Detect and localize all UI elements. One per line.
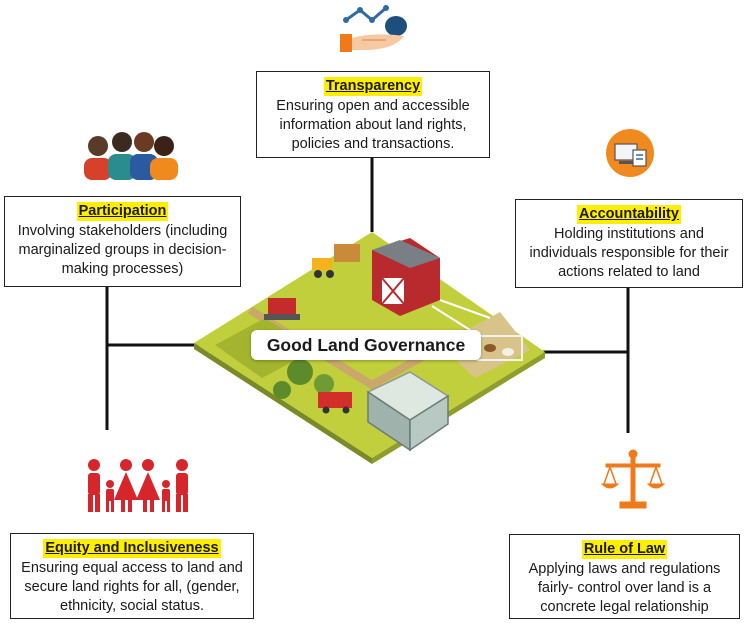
field-plot-right bbox=[440, 312, 530, 378]
tractor bbox=[312, 244, 360, 278]
accountability-text: Holding institutions and individuals res… bbox=[529, 226, 729, 280]
accountability-box: Accountability Holding institutions and … bbox=[515, 199, 743, 288]
rule-of-law-box: Rule of Law Applying laws and regulation… bbox=[509, 534, 740, 619]
equity-title: Equity and Inclusiveness bbox=[43, 539, 221, 558]
hand-money-chart-icon bbox=[340, 5, 407, 52]
accountability-title: Accountability bbox=[577, 205, 681, 224]
family-icon bbox=[88, 459, 188, 512]
equity-box: Equity and Inclusiveness Ensuring equal … bbox=[10, 533, 254, 619]
equity-text: Ensuring equal access to land and secure… bbox=[21, 560, 243, 614]
trees bbox=[273, 359, 334, 399]
transparency-title: Transparency bbox=[323, 77, 423, 96]
transparency-box: Transparency Ensuring open and accessibl… bbox=[256, 71, 490, 158]
center-label: Good Land Governance bbox=[251, 330, 481, 360]
rule-of-law-text: Applying laws and regulations fairly- co… bbox=[528, 561, 721, 615]
participation-title: Participation bbox=[76, 202, 169, 221]
group-people-icon bbox=[84, 132, 178, 180]
scales-icon bbox=[600, 449, 666, 509]
red-barn bbox=[372, 238, 440, 316]
screen-document-icon bbox=[606, 129, 654, 177]
fire-truck bbox=[318, 392, 352, 414]
participation-text: Involving stakeholders (including margin… bbox=[17, 223, 228, 277]
fence bbox=[431, 299, 491, 331]
transparency-text: Ensuring open and accessible information… bbox=[276, 98, 470, 152]
connector-lines bbox=[105, 158, 630, 433]
greenhouse bbox=[366, 371, 450, 452]
harvester bbox=[264, 298, 300, 320]
land-side-left bbox=[194, 343, 372, 464]
participation-box: Participation Involving stakeholders (in… bbox=[4, 196, 241, 287]
livestock-pen bbox=[477, 335, 523, 361]
rule-of-law-title: Rule of Law bbox=[581, 540, 668, 559]
